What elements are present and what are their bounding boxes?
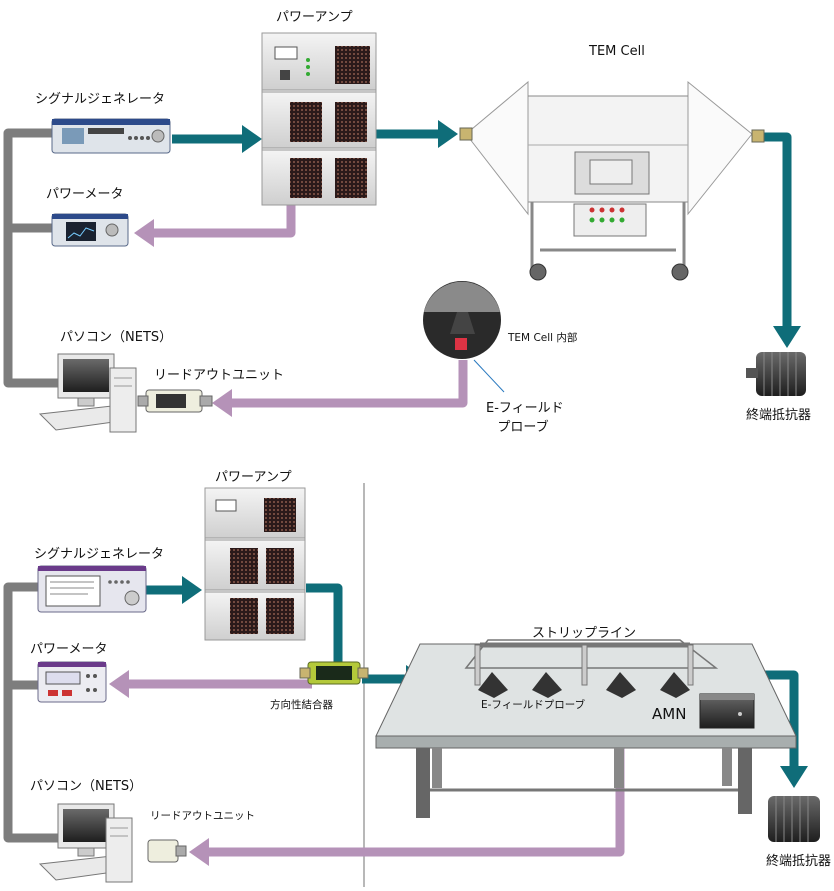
- bottom-pc: [38, 803, 133, 883]
- stripline-label: ストリップライン: [532, 626, 637, 641]
- top-terminator: [746, 352, 806, 396]
- top-signal-generator: [51, 118, 171, 154]
- bottom-probe-label: E-フィールドプローブ: [481, 699, 586, 711]
- top-power-meter-label: パワーメータ: [46, 187, 124, 202]
- bottom-control-cable: [3, 582, 60, 843]
- coupler-label: 方向性結合器: [270, 699, 333, 711]
- top-probe-label: E-フィールド プローブ: [486, 397, 564, 435]
- tem-cell-inside-view: [423, 281, 501, 359]
- directional-coupler: [299, 661, 369, 685]
- tem-cell-label: TEM Cell: [589, 44, 645, 59]
- top-data-path: [134, 205, 468, 417]
- bottom-terminator-label: 終端抵抗器: [766, 854, 832, 869]
- tem-cell: [459, 80, 765, 281]
- tem-cell-inside-label: TEM Cell 内部: [508, 332, 578, 344]
- top-power-amp: [261, 32, 377, 206]
- bottom-readout-unit-label: リードアウトユニット: [150, 810, 255, 822]
- bottom-power-amp-label: パワーアンプ: [215, 470, 292, 485]
- bottom-pc-label: パソコン（NETS）: [30, 779, 143, 794]
- bottom-readout-unit: [147, 839, 187, 863]
- bottom-power-meter-label: パワーメータ: [30, 642, 108, 657]
- stripline: [464, 639, 719, 686]
- top-signal-generator-label: シグナルジェネレータ: [35, 92, 166, 107]
- top-probe-label-line1: E-フィールド: [486, 401, 564, 416]
- bottom-signal-generator-label: シグナルジェネレータ: [34, 547, 165, 562]
- amn-label: AMN: [652, 705, 687, 723]
- top-probe-label-line2: プローブ: [497, 420, 549, 435]
- top-readout-unit: [137, 389, 213, 413]
- top-pc-label: パソコン（NETS）: [60, 330, 173, 345]
- top-power-meter: [51, 213, 129, 247]
- bottom-power-amp: [204, 487, 306, 641]
- stripline-probes: [478, 672, 690, 698]
- top-readout-unit-label: リードアウトユニット: [154, 368, 285, 383]
- amn-box: [699, 693, 755, 729]
- probe-callout-line: [473, 359, 505, 393]
- top-control-cable: [3, 128, 60, 388]
- bottom-power-meter: [37, 661, 107, 703]
- top-rf-path: [172, 120, 801, 348]
- top-power-amp-label: パワーアンプ: [276, 10, 353, 25]
- top-pc: [38, 353, 137, 433]
- bottom-terminator: [768, 796, 820, 842]
- top-terminator-label: 終端抵抗器: [746, 408, 812, 423]
- bottom-signal-generator: [37, 565, 147, 613]
